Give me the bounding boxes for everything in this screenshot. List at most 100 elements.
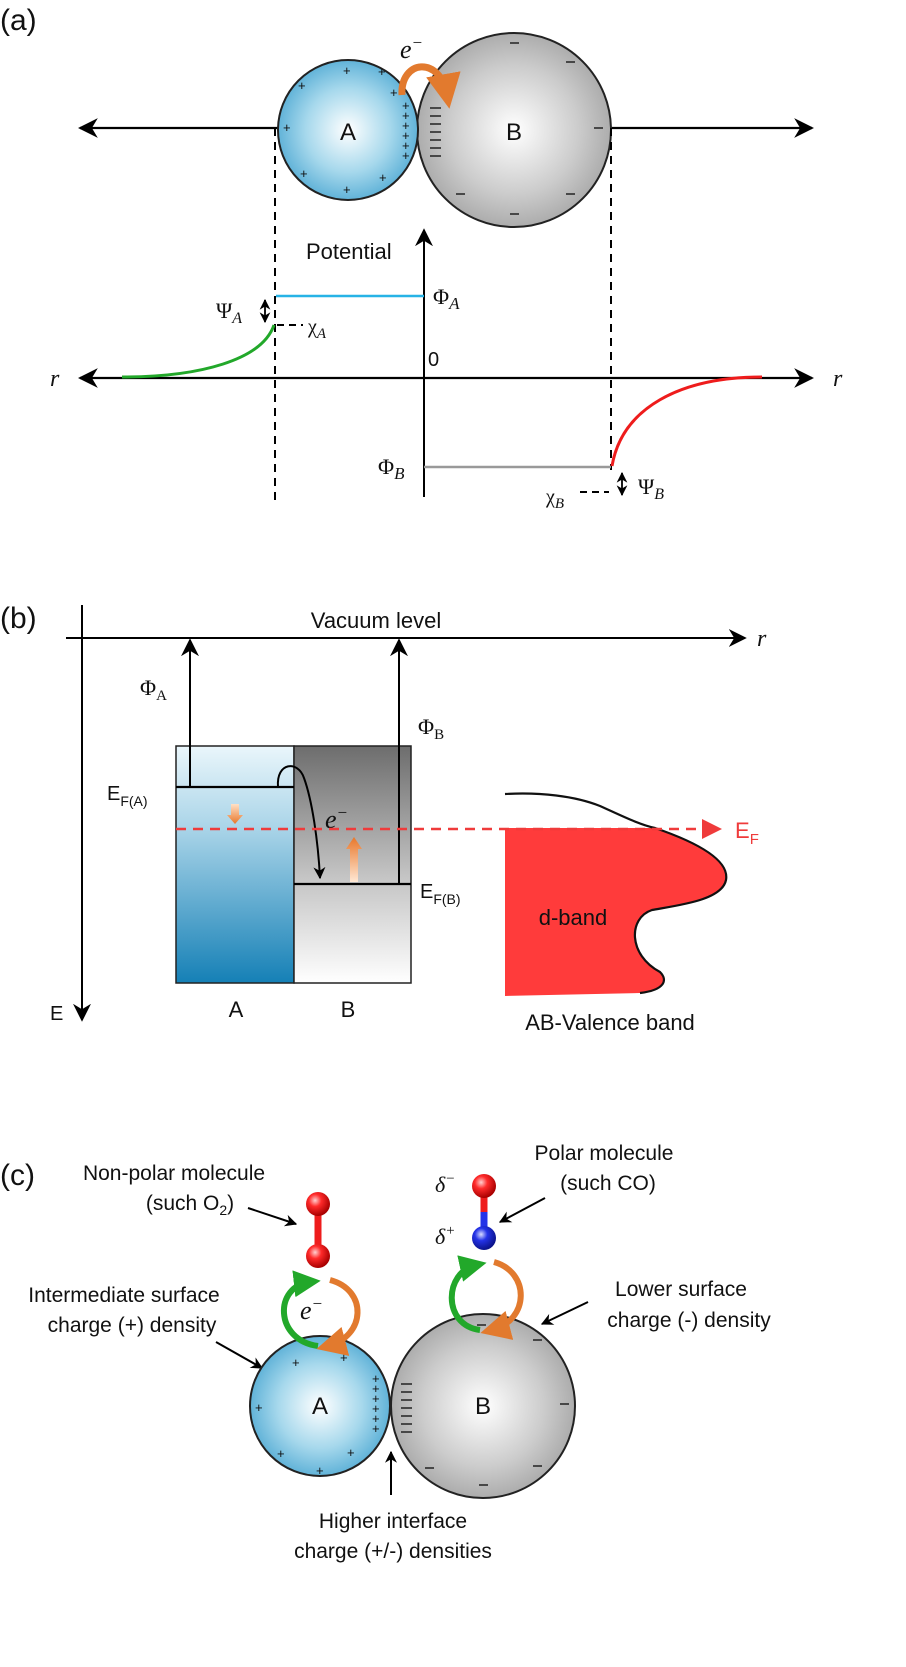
polar-label-line2: (such CO) (560, 1172, 656, 1195)
electron-label-b: e− (325, 803, 348, 834)
lower-pointer (540, 1301, 589, 1325)
particle-b-c-label: B (475, 1393, 491, 1420)
svg-text:+: + (298, 78, 306, 93)
chi-b-label: χB (545, 486, 564, 512)
electron-path-arrow (276, 765, 326, 880)
potential-label: Potential (306, 239, 392, 264)
red-potential-curve (610, 375, 763, 467)
particle-a (277, 59, 419, 201)
ef-label: EF (735, 818, 759, 848)
particle-a-plus-signs: + + + + + + + + + + + + + + (283, 63, 410, 197)
orange-cycle-arrow-a (316, 1277, 361, 1356)
higher-label-line1: Higher interface (319, 1510, 467, 1533)
block-b-lower (294, 884, 411, 983)
svg-text:+: + (402, 118, 410, 133)
svg-text:+: + (390, 85, 398, 100)
origin-zero-label: 0 (428, 349, 439, 371)
orange-down-arrow (227, 804, 243, 824)
svg-text:+: + (255, 1400, 263, 1415)
co-oxygen-atom (472, 1174, 496, 1198)
svg-text:+: + (283, 120, 291, 135)
particle-a-label: A (340, 119, 356, 146)
nonpolar-pointer (247, 1207, 298, 1227)
particle-a-c-label: A (312, 1393, 328, 1420)
svg-text:+: + (277, 1446, 285, 1461)
svg-text:+: + (402, 108, 410, 123)
intermediate-label-line2: charge (+) density (48, 1314, 217, 1337)
electron-transfer-arrow (398, 63, 461, 109)
valence-band-label: AB-Valence band (525, 1010, 695, 1035)
electron-label-c: e− (300, 1294, 323, 1325)
svg-text:+: + (378, 64, 386, 79)
d-band-fill (505, 828, 727, 996)
green-potential-curve (121, 324, 276, 379)
svg-text:+: + (402, 128, 410, 143)
ef-a-label: EF(A) (107, 783, 148, 809)
phi-b-label: ΦB (378, 454, 405, 483)
panel-b: (b) Vacuum level r E A B ΦA ΦB EF(A) EF(… (0, 602, 767, 1035)
panel-c: (c) Non-polar molecule (such O2) Polar m… (0, 1142, 771, 1563)
polar-pointer (498, 1197, 546, 1223)
psi-b-label: ΨB (638, 474, 664, 503)
r-axis-right-label: r (833, 366, 843, 392)
svg-text:+: + (300, 166, 308, 181)
higher-label-line2: charge (+/-) densities (294, 1540, 492, 1563)
svg-text:+: + (372, 1401, 380, 1416)
svg-text:+: + (402, 148, 410, 163)
svg-text:+: + (372, 1411, 380, 1426)
energy-axis-label: E (50, 1003, 63, 1025)
panel-a: (a) A B + + + + + + + + + + + + + + (0, 4, 843, 512)
block-a-label: A (229, 997, 244, 1022)
panel-c-tag: (c) (0, 1159, 35, 1192)
phi-a-label: ΦA (433, 284, 460, 313)
panel-a-tag: (a) (0, 4, 37, 37)
phi-a-label-b: ΦA (140, 675, 167, 704)
svg-text:+: + (347, 1445, 355, 1460)
lower-label-line2: charge (-) density (607, 1309, 771, 1332)
particle-b-label: B (506, 119, 522, 146)
block-b-outline (293, 745, 412, 984)
delta-plus-label: δ+ (435, 1223, 455, 1249)
svg-text:+: + (343, 182, 351, 197)
vacuum-level-label: Vacuum level (311, 608, 441, 633)
svg-text:+: + (402, 138, 410, 153)
intermediate-label-line1: Intermediate surface (28, 1284, 219, 1307)
svg-text:+: + (292, 1355, 300, 1370)
green-cycle-arrow-a (281, 1270, 321, 1349)
nonpolar-label-line1: Non-polar molecule (83, 1162, 265, 1185)
electron-label: e− (400, 33, 423, 64)
svg-text:+: + (372, 1371, 380, 1386)
svg-text:+: + (372, 1421, 380, 1436)
phi-b-label-b: ΦB (418, 714, 444, 743)
psi-a-label: ΨA (216, 298, 242, 327)
d-band-label: d-band (539, 905, 608, 930)
lower-label-line1: Lower surface (615, 1278, 747, 1301)
o2-atom-top (306, 1192, 330, 1216)
block-b-label: B (341, 997, 356, 1022)
green-cycle-arrow-b (448, 1255, 487, 1333)
svg-text:+: + (372, 1381, 380, 1396)
polar-label-line1: Polar molecule (535, 1142, 674, 1165)
nonpolar-label-line2: (such O2) (146, 1192, 234, 1218)
r-axis-label: r (757, 626, 767, 652)
chi-a-label: χA (307, 316, 327, 342)
svg-text:+: + (379, 170, 387, 185)
svg-text:+: + (340, 1350, 348, 1365)
block-a (175, 745, 295, 984)
o2-atom-bottom (306, 1244, 330, 1268)
r-axis-left-label: r (50, 366, 60, 392)
svg-text:+: + (372, 1391, 380, 1406)
particle-b-c-minus-signs (401, 1324, 569, 1486)
particle-a-c-plus-signs: + + + + + + + + + + + + (255, 1350, 380, 1478)
orange-up-arrow (346, 837, 362, 882)
intermediate-pointer (215, 1341, 264, 1369)
delta-minus-label: δ− (435, 1171, 455, 1197)
orange-cycle-arrow-b (480, 1259, 524, 1340)
ef-b-label: EF(B) (420, 881, 461, 907)
valence-band-outline (504, 792, 728, 995)
svg-text:+: + (402, 98, 410, 113)
panel-b-tag: (b) (0, 602, 37, 635)
svg-text:+: + (316, 1463, 324, 1478)
svg-text:+: + (343, 63, 351, 78)
